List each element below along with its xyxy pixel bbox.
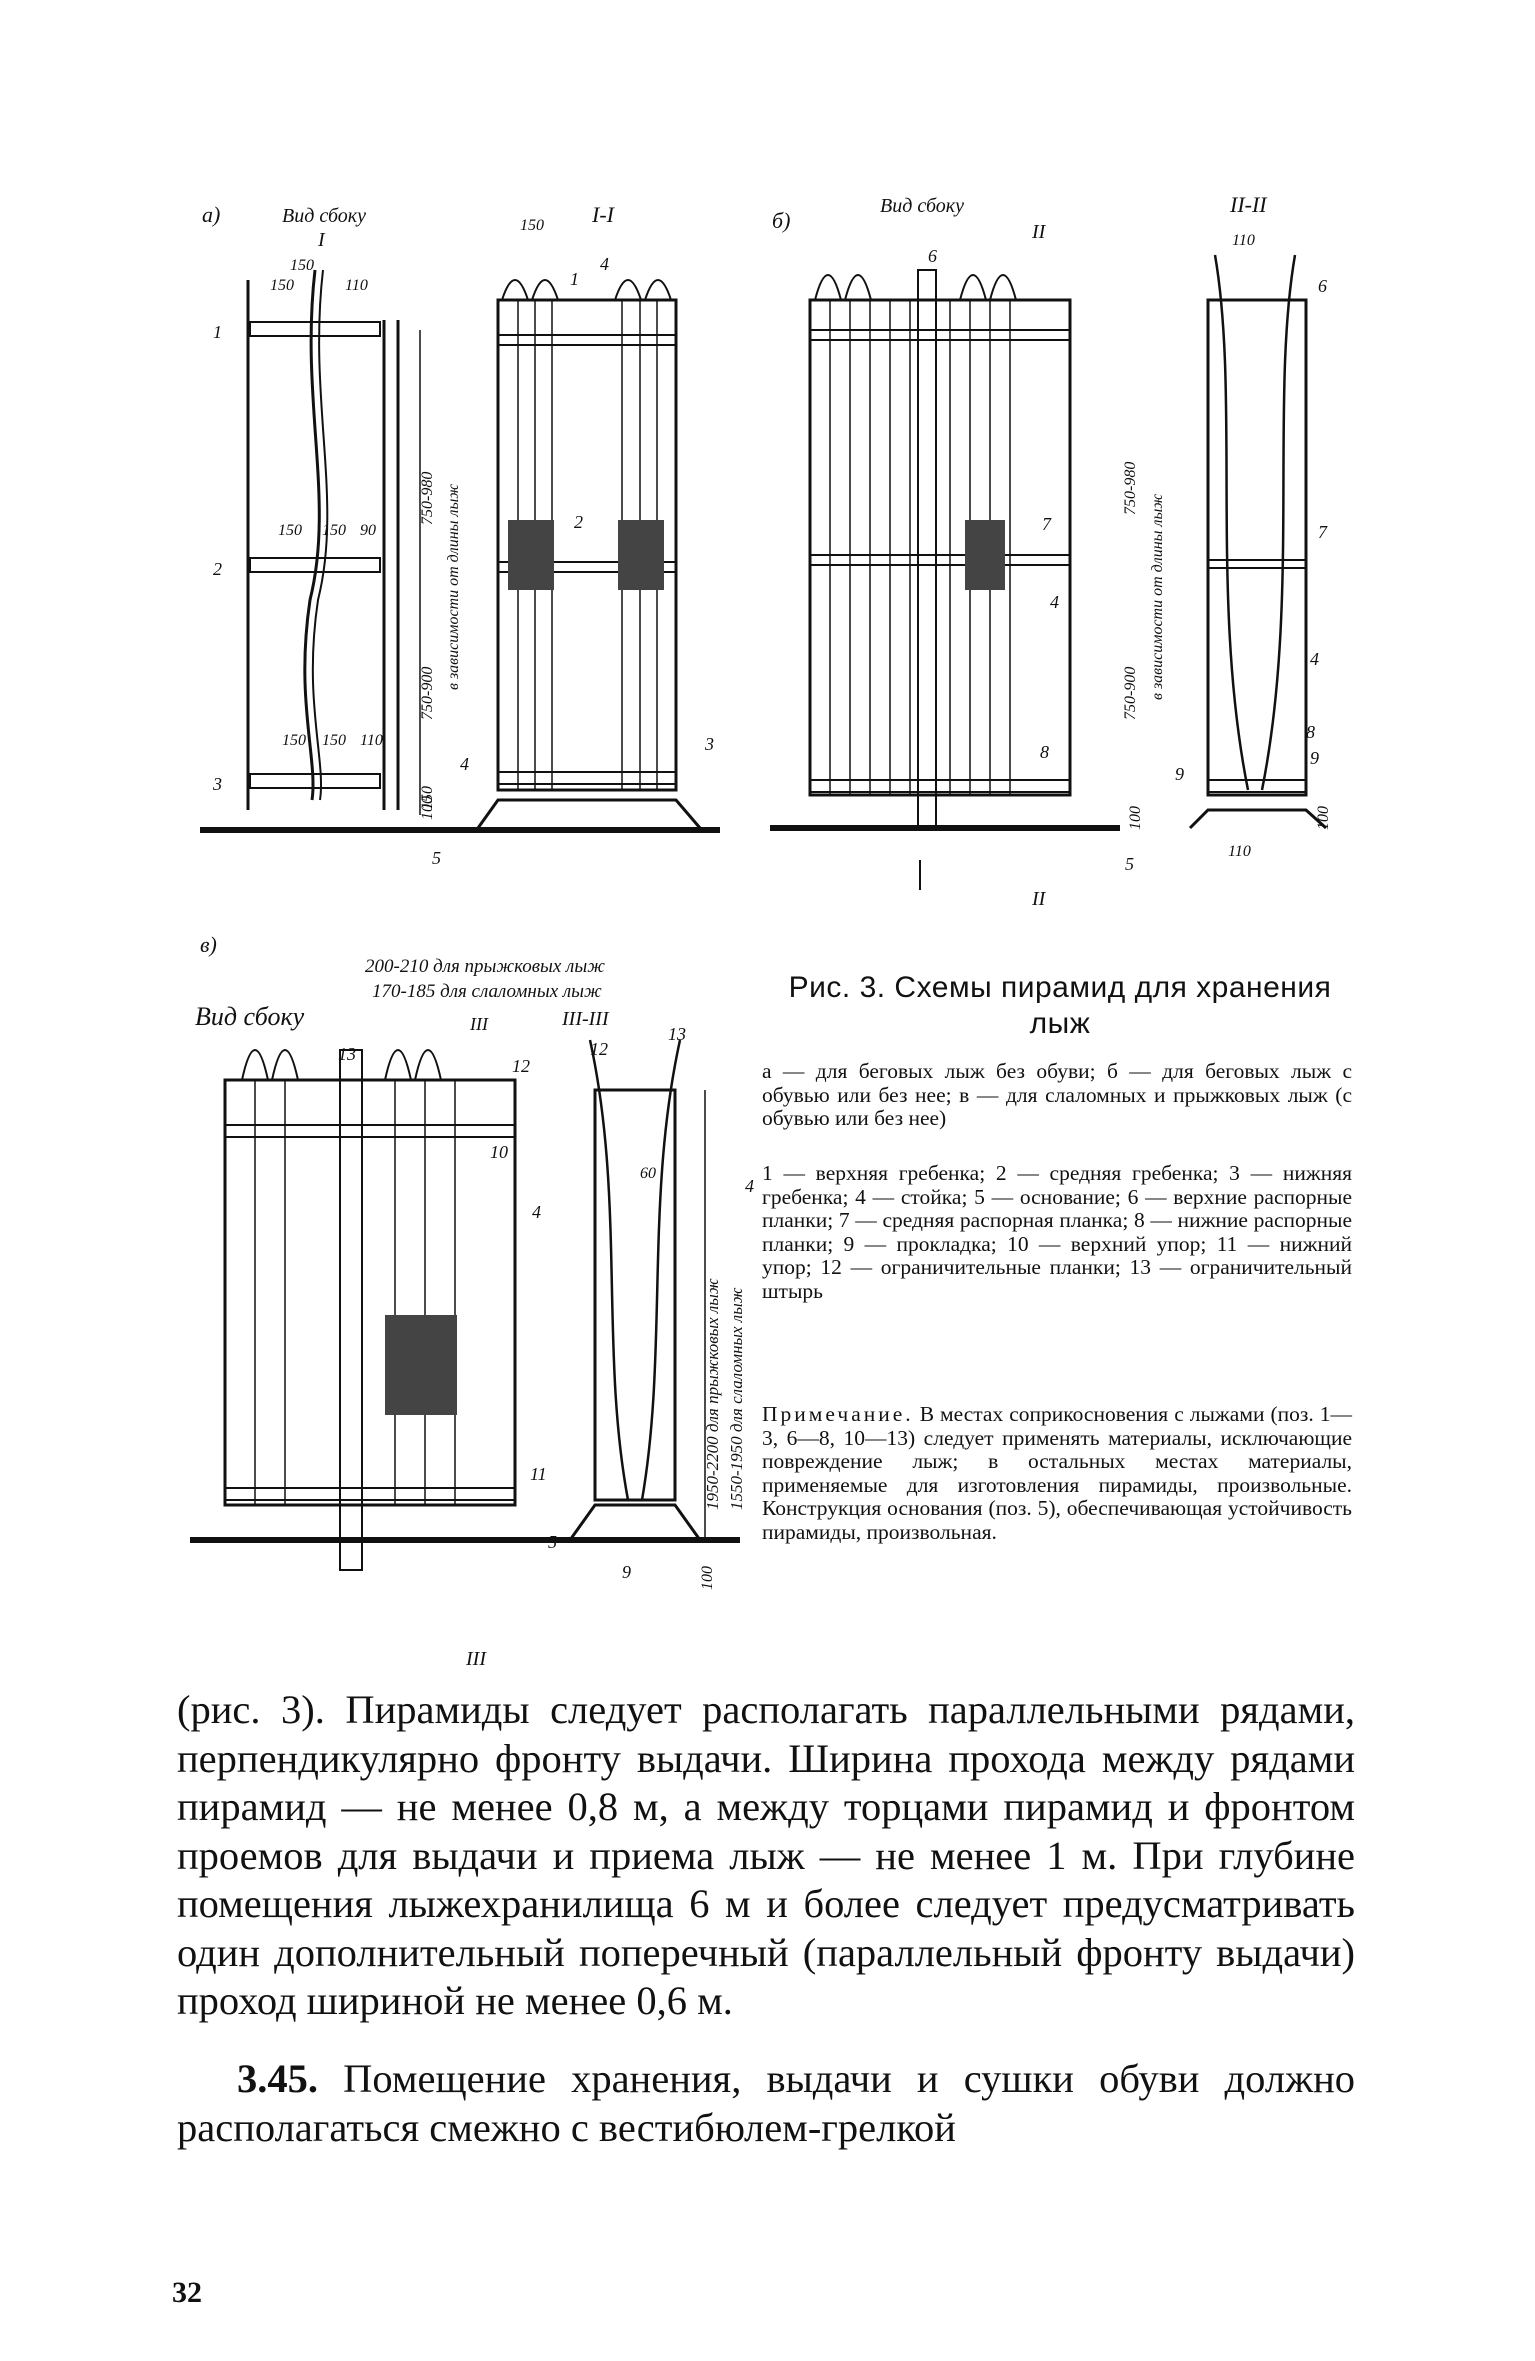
dim-b-100: 100 [1315,806,1332,830]
dim-b-1: 750-980 [1122,462,1139,515]
callout-b-6: 6 [928,246,937,266]
dim-v-slalom: 170-185 для слаломных лыж [372,981,602,1002]
section-number: 3.45. [237,2056,318,2101]
callout-sec-v-12: 12 [590,1039,608,1059]
figure-a-side-view: а) Вид сбоку I 150 150 110 150 150 90 15… [200,202,720,868]
page-number: 32 [172,2276,202,2309]
dim-a-2: 150 [270,277,294,294]
panel-b-section-mark-bottom: II [1031,888,1047,910]
dim-a-1: 150 [290,257,314,274]
figure-note-body: В местах соприкосновения с лыжами (поз. … [762,1402,1352,1544]
dim-a-4: 150 [278,522,302,539]
dim-v-100: 100 [699,1566,716,1590]
figure-caption-legend: 1 — верхняя гребенка; 2 — средняя гребен… [762,1161,1352,1303]
dim-a-14: в зависимости от длины лыж [445,484,462,690]
callout-sec-a-1: 1 [570,269,579,289]
dim-b-4: 100 [1127,806,1144,830]
panel-v-view-label: Вид сбоку [195,1002,305,1031]
callout-b-8: 8 [1040,742,1049,762]
body-paragraph-1: (рис. 3). Пирамиды следует располагать п… [177,1687,1355,2023]
dim-b-3: в зависимости от длины лыж [1149,494,1166,700]
callout-v-10: 10 [490,1142,508,1162]
dim-a-7: 150 [282,732,306,749]
dim-v-jump-height: 1950-2200 для прыжковых лыж [703,1278,722,1510]
callout-sec-a-4: 4 [600,254,609,274]
callout-sec-v-13: 13 [668,1024,686,1044]
dim-b-110-bottom: 110 [1228,843,1251,860]
pyramid-a-section-drawing [476,279,702,829]
pyramid-a-side-drawing [200,269,720,833]
dim-v-slalom-height: 1550-1950 для слаломных лыж [727,1287,746,1510]
callout-sec-b-8: 8 [1306,722,1315,742]
section-a-label: I-I [591,202,616,227]
callout-b-4: 4 [1050,592,1059,612]
body-paragraph-2-text: Помещение хранения, выдачи и сушки обуви… [177,2056,1355,2150]
figure-note-heading: Примечание. [762,1402,914,1426]
panel-a-section-mark: I [317,229,326,251]
callout-v-12: 12 [512,1056,530,1076]
callout-sec-a-2: 2 [574,512,583,532]
panel-b-section-mark: II [1031,221,1047,243]
figure-b-side-view: б) Вид сбоку II 750-980 750-900 в зависи… [770,192,1332,910]
pyramid-b-side-drawing [770,269,1120,890]
panel-a-letter: а) [202,202,220,227]
panel-v-section-mark: III [469,1014,489,1034]
callout-v-9: 9 [622,1562,631,1582]
callout-a-3: 3 [212,774,222,794]
panel-v-section-mark-bottom: III [465,1648,487,1670]
callout-b-7: 7 [1042,514,1052,534]
dim-b-110: 110 [1232,232,1255,249]
callout-sec-b-7: 7 [1318,522,1328,542]
section-a-dim: 150 [520,217,544,234]
section-v-label: III-III [561,1008,610,1030]
dim-a-9: 110 [360,732,383,749]
callout-v-4: 4 [532,1202,541,1222]
dim-a-8: 150 [322,732,346,749]
callout-sec-a-3: 3 [704,734,714,754]
figure-caption-variants: а — для беговых лыж без обуви; б — для б… [762,1059,1352,1130]
figure-v-side-view: в) Вид сбоку 200-210 для прыжковых лыж 1… [190,932,754,1670]
callout-v-11: 11 [530,1464,547,1484]
callout-a-5: 5 [432,848,441,868]
callout-a-4: 4 [460,754,469,774]
figure-note: Примечание. В местах соприкосновения с л… [762,1402,1352,1544]
callout-a-1: 1 [213,322,222,342]
panel-a-view-label: Вид сбоку [282,205,366,227]
body-paragraph-2: 3.45. Помещение хранения, выдачи и сушки… [177,2055,1355,2152]
callout-b-5: 5 [1125,854,1134,874]
dim-a-11: 100 [419,796,436,820]
callout-sec-b-9: 9 [1310,748,1319,768]
callout-sec-b-6: 6 [1318,276,1327,296]
dim-v-60: 60 [640,1165,656,1182]
panel-b-view-label: Вид сбоку [880,195,964,217]
pyramid-v-section-drawing [568,1039,706,1541]
dim-b-2: 750-900 [1122,667,1139,720]
dim-a-6: 90 [360,522,376,539]
dim-a-5: 150 [322,522,346,539]
callout-v-13: 13 [338,1044,356,1064]
dim-a-3: 110 [345,277,368,294]
dim-a-12: 750-980 [419,472,436,525]
callout-sec-b-4: 4 [1310,649,1319,669]
dim-a-10: 150 [419,786,436,810]
section-b-label: II-II [1229,192,1268,217]
panel-b-letter: б) [772,208,790,233]
callout-a-2: 2 [213,559,222,579]
panel-v-letter: в) [200,932,217,957]
figure-caption-title: Рис. 3. Схемы пирамид для хранения лыж [788,971,1332,1040]
callout-sec-v-4: 4 [745,1176,754,1196]
pyramid-b-section-drawing [1188,254,1328,830]
pyramid-v-side-drawing [190,1049,740,1571]
dim-a-13: 750-900 [419,667,436,720]
callout-v-5: 5 [548,1532,557,1552]
callout-b-9: 9 [1175,764,1184,784]
dim-v-jump: 200-210 для прыжковых лыж [365,956,605,977]
